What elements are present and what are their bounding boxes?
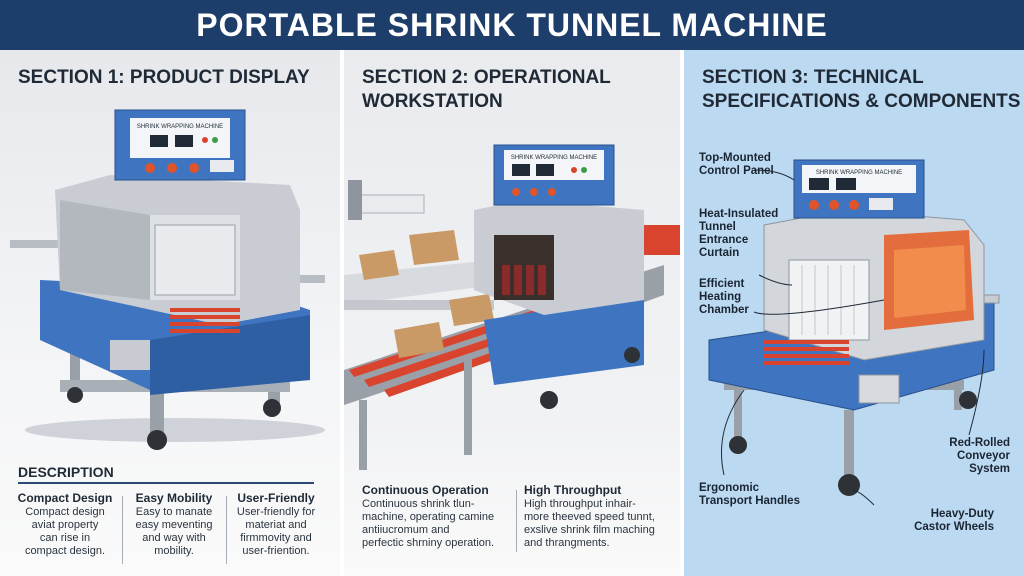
callout-handles: Ergonomic Transport Handles	[699, 482, 800, 507]
callout-curtain: Heat-Insulated Tunnel Entrance Curtain	[699, 208, 779, 259]
feature-user-friendly: User-Friendly User-friendly for materiat…	[236, 491, 316, 558]
section-product-display: SECTION 1: PRODUCT DISPLAY	[0, 50, 340, 576]
section-operational-workstation: SECTION 2: OPERATIONAL WORKSTATION	[344, 50, 680, 576]
feature-high-throughput: High Throughput High throughput inhair- …	[524, 483, 655, 550]
callout-wheels: Heavy-Duty Castor Wheels	[914, 508, 994, 533]
header-bar: PORTABLE SHRINK TUNNEL MACHINE	[0, 0, 1024, 50]
feature-compact-design: Compact Design Compact design aviat prop…	[17, 491, 113, 558]
callout-conveyor: Red-Rolled Conveyor System	[949, 437, 1010, 475]
section-2-title: SECTION 2: OPERATIONAL WORKSTATION	[362, 67, 611, 112]
feature-easy-mobility: Easy Mobility Easy to manate easy mevent…	[135, 491, 213, 558]
feature-continuous-operation: Continuous Operation Continuous shrink t…	[362, 483, 495, 550]
description-heading: DESCRIPTION	[18, 464, 114, 480]
callout-heating-chamber: Efficient Heating Chamber	[699, 278, 749, 316]
description-box: DESCRIPTION Compact Design Compact desig…	[10, 454, 322, 572]
page-title: PORTABLE SHRINK TUNNEL MACHINE	[196, 6, 828, 43]
svg-text:SHRINK WRAPPING MACHINE: SHRINK WRAPPING MACHINE	[816, 170, 902, 176]
machine-illustration-1: SHRINK WRAPPING MACHINE	[10, 109, 325, 450]
svg-text:SHRINK WRAPPING MACHINE: SHRINK WRAPPING MACHINE	[137, 124, 223, 130]
section-1-title: SECTION 1: PRODUCT DISPLAY	[18, 67, 310, 88]
machine-illustration-3: SHRINK WRAPPING MACHINE	[708, 159, 1000, 506]
callout-control-panel: Top-Mounted Control Panel	[699, 152, 774, 177]
section-technical-specifications: SECTION 3: TECHNICAL SPECIFICATIONS & CO…	[684, 50, 1024, 576]
machine-illustration-2: SHRINK WRAPPING MACHINE	[344, 144, 680, 470]
svg-text:SHRINK WRAPPING MACHINE: SHRINK WRAPPING MACHINE	[511, 155, 597, 161]
section-3-title: SECTION 3: TECHNICAL SPECIFICATIONS & CO…	[702, 67, 1021, 112]
